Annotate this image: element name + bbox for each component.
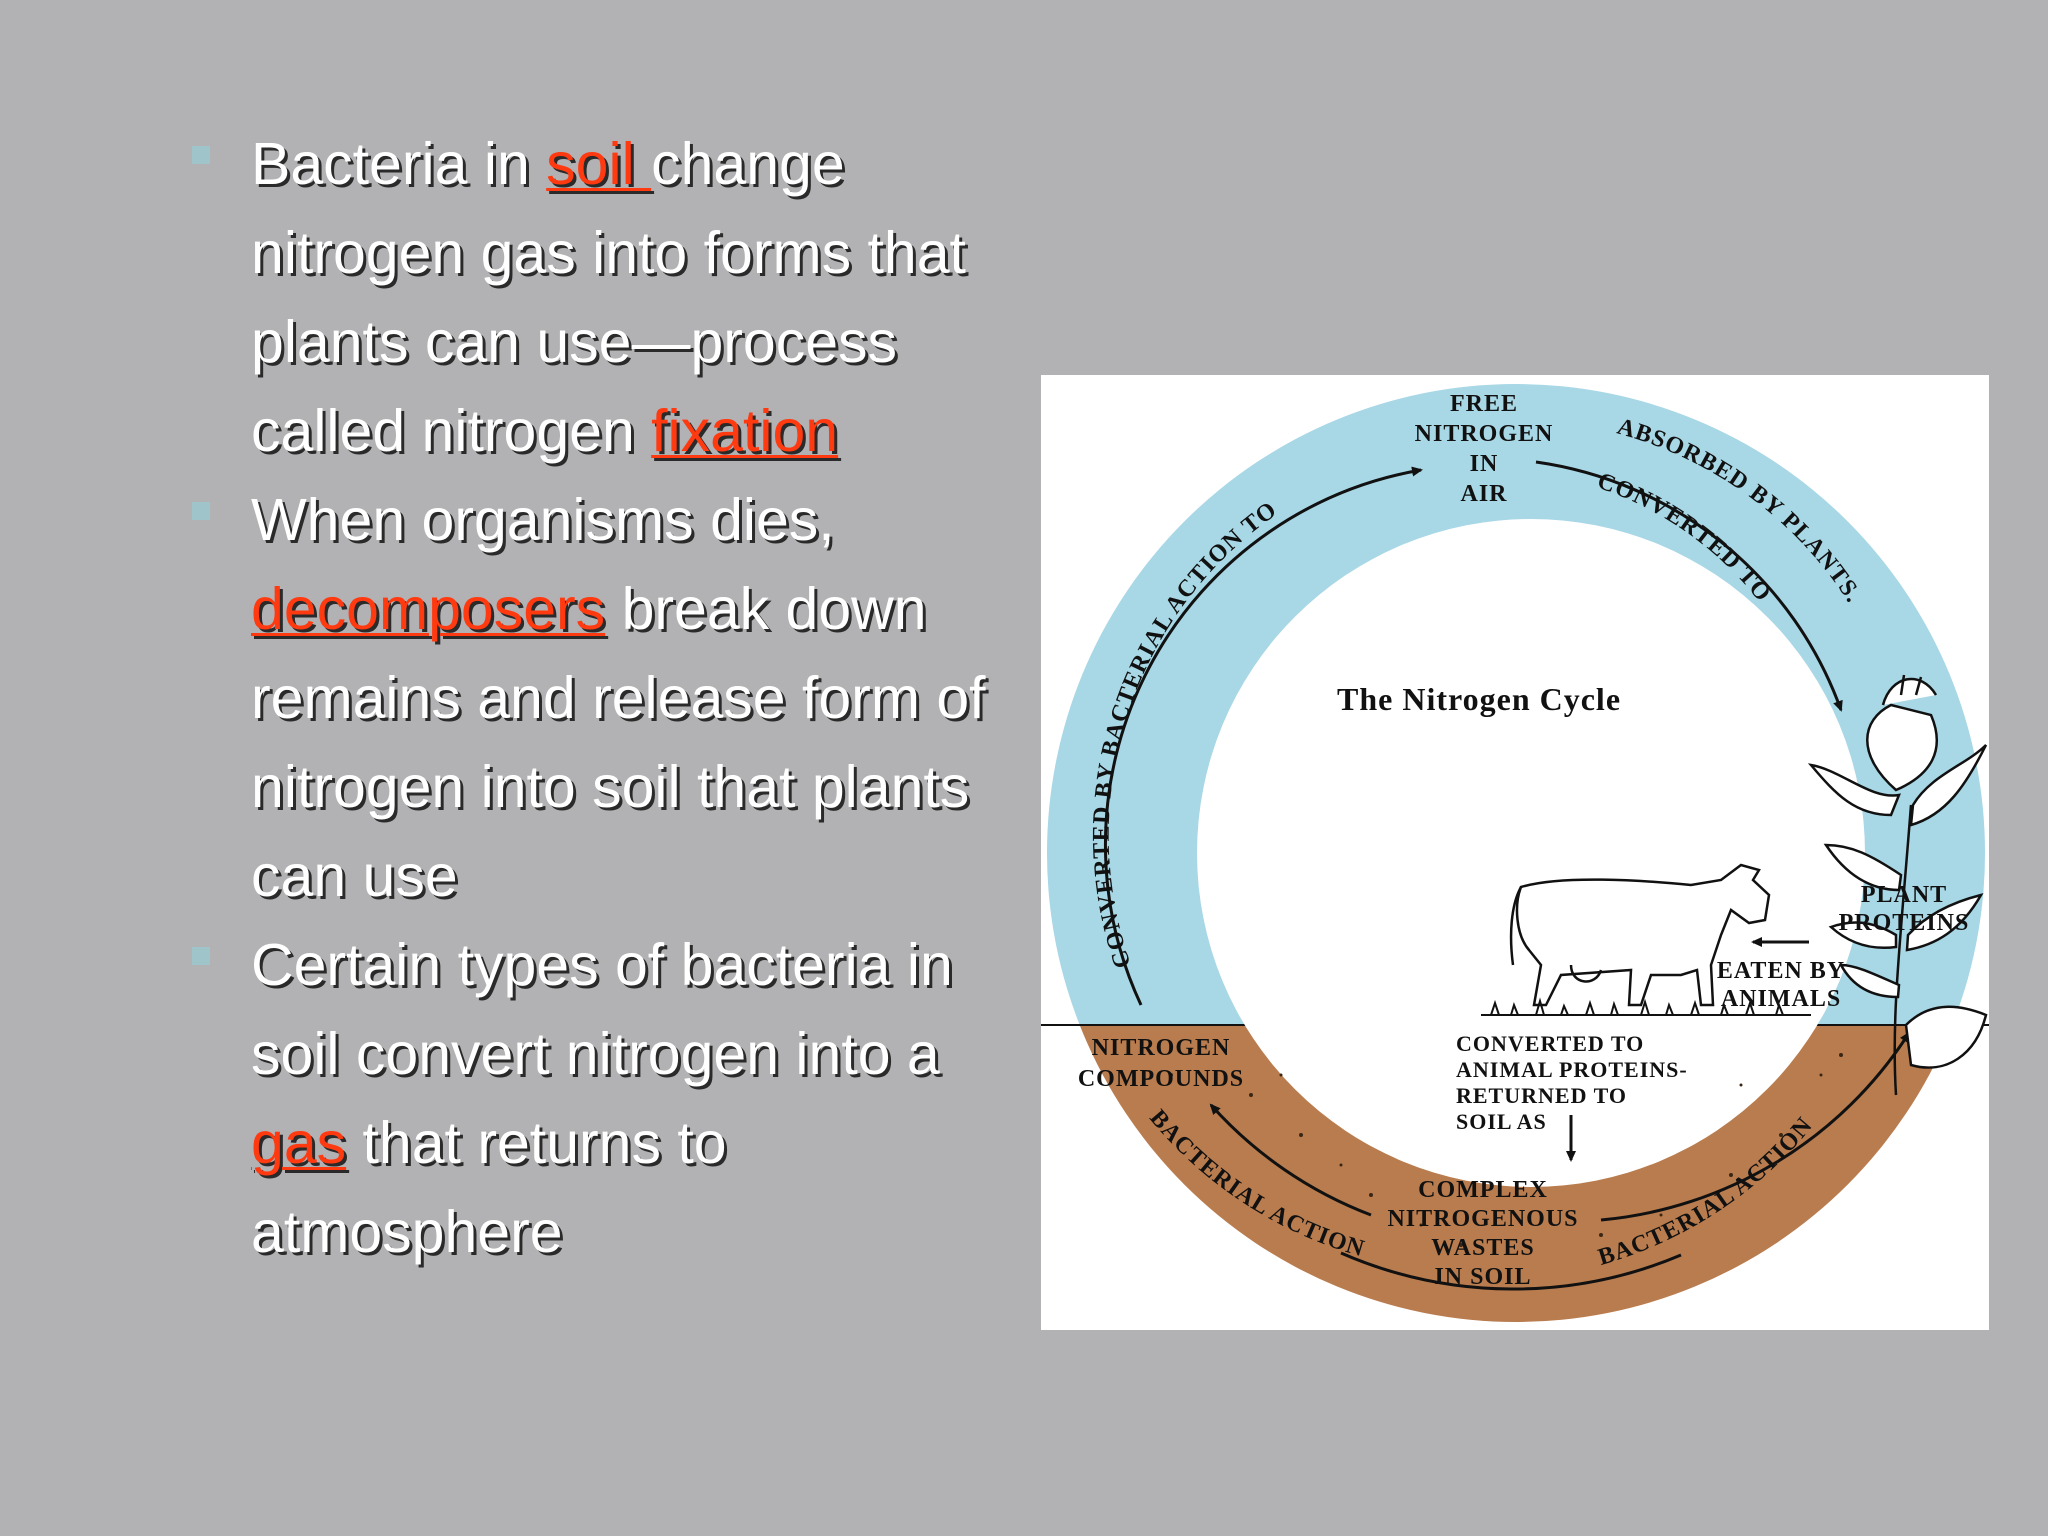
- arrow-wastes-to-plant: [1600, 1031, 1911, 1222]
- arrow-soil-bottom: [1340, 1251, 1682, 1291]
- label-nitrogen-compounds: NITROGEN COMPOUNDS: [1078, 1035, 1244, 1092]
- arrow-soil-to-air: [1103, 466, 1423, 1006]
- bullet-text: Bacteria in soil change nitrogen gas int…: [251, 131, 966, 464]
- svg-text:NITROGENOUS: NITROGENOUS: [1387, 1206, 1578, 1232]
- cow-illustration: [1509, 863, 1771, 1007]
- nitrogen-cycle-diagram: The Nitrogen Cycle FREE NITROGEN IN AIR …: [1041, 375, 1989, 1330]
- svg-text:NITROGEN: NITROGEN: [1415, 421, 1554, 447]
- svg-text:RETURNED TO: RETURNED TO: [1456, 1083, 1627, 1108]
- diagram-title: The Nitrogen Cycle: [1337, 681, 1621, 717]
- svg-text:SOIL AS: SOIL AS: [1456, 1109, 1547, 1134]
- bullet-text: Certain types of bacteria in soil conver…: [251, 932, 953, 1265]
- svg-text:NITROGEN: NITROGEN: [1092, 1035, 1231, 1061]
- svg-text:IN SOIL: IN SOIL: [1434, 1264, 1531, 1290]
- label-plant-proteins: PLANT PROTEINS: [1839, 882, 1970, 936]
- svg-text:ANIMAL PROTEINS-: ANIMAL PROTEINS-: [1456, 1057, 1688, 1082]
- svg-text:PLANT: PLANT: [1861, 882, 1947, 908]
- label-eaten-by-animals: EATEN BY ANIMALS: [1717, 958, 1845, 1012]
- arrow-wastes-to-compounds: [1209, 1103, 1372, 1217]
- svg-text:AIR: AIR: [1460, 481, 1507, 507]
- label-free-nitrogen: FREE NITROGEN IN AIR: [1415, 391, 1554, 507]
- svg-text:PROTEINS: PROTEINS: [1839, 910, 1970, 936]
- arrow-air-to-plant: [1535, 460, 1843, 712]
- link-gas[interactable]: gas: [251, 1110, 347, 1176]
- label-complex-wastes: COMPLEX NITROGENOUS WASTES IN SOIL: [1387, 1177, 1578, 1290]
- bullet-list: Bacteria in soil change nitrogen gas int…: [185, 120, 1005, 1277]
- svg-text:FREE: FREE: [1450, 391, 1518, 417]
- svg-text:CONVERTED TO: CONVERTED TO: [1456, 1031, 1644, 1056]
- bullet-marker: [192, 947, 210, 965]
- link-fixation[interactable]: fixation: [651, 398, 839, 464]
- bullet-marker: [192, 502, 210, 520]
- grass-strip: [1481, 997, 1811, 1016]
- bullet-text: When organisms dies, decomposers break d…: [251, 487, 986, 909]
- bullet-item-denitrification: Certain types of bacteria in soil conver…: [185, 921, 1005, 1277]
- bullet-item-nitrogen-fixation: Bacteria in soil change nitrogen gas int…: [185, 120, 1005, 476]
- svg-text:WASTES: WASTES: [1431, 1235, 1534, 1261]
- link-decomposers[interactable]: decomposers: [251, 576, 606, 642]
- label-animal-proteins: CONVERTED TO ANIMAL PROTEINS- RETURNED T…: [1456, 1031, 1688, 1134]
- bullet-item-decomposers: When organisms dies, decomposers break d…: [185, 476, 1005, 921]
- svg-text:COMPLEX: COMPLEX: [1418, 1177, 1548, 1203]
- svg-text:COMPOUNDS: COMPOUNDS: [1078, 1066, 1244, 1092]
- plant-illustration: [1807, 674, 1988, 1096]
- svg-text:EATEN BY: EATEN BY: [1717, 958, 1845, 984]
- bullet-marker: [192, 146, 210, 164]
- soil-speckles: [1169, 1053, 1843, 1247]
- svg-text:ANIMALS: ANIMALS: [1721, 986, 1841, 1012]
- svg-text:IN: IN: [1470, 451, 1499, 477]
- link-soil[interactable]: soil: [546, 131, 652, 197]
